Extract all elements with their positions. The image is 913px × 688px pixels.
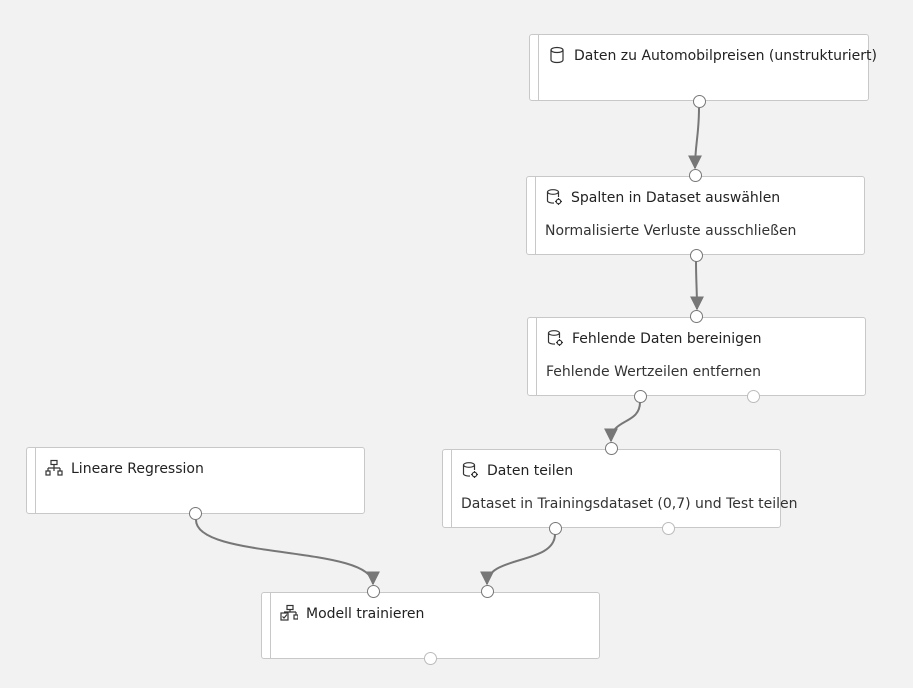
module-title: Fehlende Daten bereinigen bbox=[572, 331, 762, 347]
module-split-data[interactable]: Daten teilen Dataset in Trainingsdataset… bbox=[442, 449, 798, 528]
module-automobile-prices[interactable]: Daten zu Automobilpreisen (unstrukturier… bbox=[529, 34, 877, 101]
dataset-gear-icon bbox=[546, 189, 562, 205]
module-title: Daten zu Automobilpreisen (unstrukturier… bbox=[574, 48, 877, 64]
output-port-clean-missing-2[interactable] bbox=[747, 390, 760, 403]
module-select-columns[interactable]: Spalten in Dataset auswählen Normalisier… bbox=[526, 176, 865, 255]
module-train-model[interactable]: Modell trainieren bbox=[261, 592, 600, 659]
input-port-split-data[interactable] bbox=[605, 442, 618, 455]
output-port-split-data-1[interactable] bbox=[549, 522, 562, 535]
input-port-clean-missing[interactable] bbox=[690, 310, 703, 323]
output-port-split-data-2[interactable] bbox=[662, 522, 675, 535]
output-port-automobile[interactable] bbox=[693, 95, 706, 108]
output-port-select-columns[interactable] bbox=[690, 249, 703, 262]
module-title: Modell trainieren bbox=[306, 606, 425, 622]
input-port-select-columns[interactable] bbox=[689, 169, 702, 182]
connection-regression-to-train[interactable] bbox=[195, 519, 380, 586]
input-port-train-model-2[interactable] bbox=[481, 585, 494, 598]
dataset-gear-icon bbox=[547, 330, 563, 346]
module-title: Lineare Regression bbox=[71, 461, 204, 477]
output-port-linear-regression[interactable] bbox=[189, 507, 202, 520]
connection-split-to-train[interactable] bbox=[480, 533, 556, 586]
train-model-icon bbox=[280, 604, 298, 621]
module-subtitle: Dataset in Trainingsdataset (0,7) und Te… bbox=[461, 496, 798, 512]
connection-select-to-clean[interactable] bbox=[689, 260, 704, 311]
module-subtitle: Fehlende Wertzeilen entfernen bbox=[546, 364, 762, 380]
dataset-gear-icon bbox=[462, 462, 478, 478]
module-subtitle: Normalisierte Verluste ausschließen bbox=[545, 223, 797, 239]
hierarchy-icon bbox=[45, 459, 63, 476]
input-port-train-model-1[interactable] bbox=[367, 585, 380, 598]
module-linear-regression[interactable]: Lineare Regression bbox=[26, 447, 365, 514]
output-port-clean-missing-1[interactable] bbox=[634, 390, 647, 403]
connection-automobile-to-select[interactable] bbox=[688, 107, 703, 170]
module-clean-missing-data[interactable]: Fehlende Daten bereinigen Fehlende Wertz… bbox=[527, 317, 866, 396]
dataset-icon bbox=[550, 46, 564, 64]
output-port-train-model[interactable] bbox=[424, 652, 437, 665]
module-title: Daten teilen bbox=[487, 463, 574, 479]
connection-clean-to-split[interactable] bbox=[604, 401, 641, 443]
module-title: Spalten in Dataset auswählen bbox=[571, 190, 781, 206]
